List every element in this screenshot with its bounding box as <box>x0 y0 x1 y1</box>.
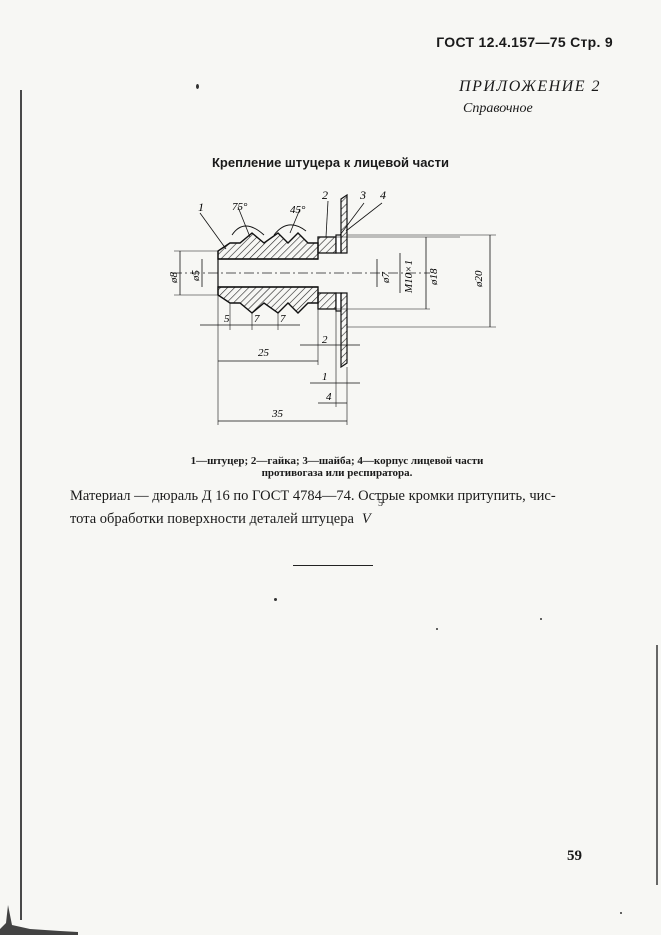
part-label-4: 4 <box>380 188 386 202</box>
dim-d5: ø5 <box>190 270 202 283</box>
scan-speck <box>436 628 438 630</box>
fitting-drawing: 75° 45° 1 2 3 4 ø8 ø5 ø7 M10×1 ø18 ø20 <box>168 188 496 425</box>
dim-thread: M10×1 <box>403 260 415 294</box>
standard-header: ГОСТ 12.4.157—75 Стр. 9 <box>436 34 613 50</box>
mask-body-lower <box>340 292 348 369</box>
dim-len35: 35 <box>271 408 284 420</box>
dim-len25: 25 <box>258 347 270 359</box>
dim-d8: ø8 <box>168 272 180 285</box>
material-line-2: тота обработки поверхности деталей штуце… <box>70 508 600 531</box>
roughness-class: 5 <box>378 498 383 509</box>
scan-smudge <box>0 905 78 935</box>
figure-caption: 1—штуцер; 2—гайка; 3—шайба; 4—корпус лиц… <box>172 455 502 479</box>
scan-edge-right <box>656 645 658 885</box>
dim-d7: ø7 <box>380 272 392 285</box>
mask-body-upper <box>340 193 348 254</box>
material-line-1: Материал — дюраль Д 16 по ГОСТ 4784—74. … <box>70 488 556 504</box>
dim-d18: ø18 <box>428 268 440 286</box>
dim-d20: ø20 <box>473 270 485 288</box>
part-label-2: 2 <box>322 188 328 202</box>
angle-label-left: 75° <box>232 201 248 213</box>
scan-edge-left <box>20 90 22 920</box>
caption-line-2: противогаза или респиратора. <box>261 467 413 479</box>
angle-label-right: 45° <box>290 204 306 216</box>
figure-title: Крепление штуцера к лицевой части <box>211 155 450 170</box>
appendix-title: ПРИЛОЖЕНИЕ 2 <box>459 78 601 95</box>
dim-seg7b: 7 <box>280 313 286 325</box>
material-line-2-text: тота обработки поверхности деталей штуце… <box>70 511 354 527</box>
fitting-lower-section <box>217 286 319 314</box>
page-number: 59 <box>567 848 582 864</box>
part-label-1: 1 <box>198 200 204 214</box>
dim-len4: 4 <box>326 391 332 403</box>
dim-gap1: 1 <box>322 371 328 383</box>
material-paragraph: Материал — дюраль Д 16 по ГОСТ 4784—74. … <box>70 485 600 531</box>
nut-upper <box>317 236 337 254</box>
washer-upper <box>335 234 342 254</box>
caption-line-1: 1—штуцер; 2—гайка; 3—шайба; 4—корпус лиц… <box>190 455 484 467</box>
roughness-sign: V <box>361 511 371 527</box>
nut-lower <box>317 292 337 310</box>
dim-gap2: 2 <box>322 334 328 346</box>
dim-seg7a: 7 <box>254 313 260 325</box>
scan-speck <box>196 84 199 89</box>
part-label-3: 3 <box>359 188 366 202</box>
washer-lower <box>335 292 342 312</box>
dim-seg5: 5 <box>224 313 230 325</box>
scan-speck <box>540 618 542 620</box>
scan-speck <box>274 598 277 601</box>
scan-speck <box>620 912 622 914</box>
fitting-upper-section <box>217 232 319 260</box>
appendix-subtitle: Справочное <box>463 101 533 116</box>
end-rule <box>293 565 373 566</box>
